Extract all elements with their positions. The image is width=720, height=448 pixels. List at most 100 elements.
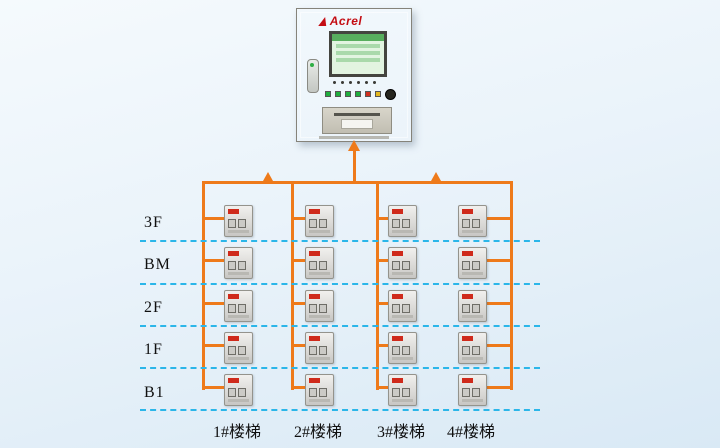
indicator-tube xyxy=(307,59,319,93)
device-buttons xyxy=(228,388,246,397)
device-led-icon xyxy=(228,209,239,214)
door-monitor-device xyxy=(388,247,417,279)
floor-label-2f: 2F xyxy=(144,299,163,316)
device-led-icon xyxy=(228,336,239,341)
device-led-icon xyxy=(228,294,239,299)
device-buttons xyxy=(309,346,327,355)
device-buttons xyxy=(462,261,480,270)
lcd-screen-content xyxy=(332,34,384,74)
function-key-icon xyxy=(349,81,352,84)
device-led-icon xyxy=(309,209,320,214)
device-branch-line xyxy=(291,302,305,305)
device-buttons xyxy=(309,219,327,228)
device-branch-line xyxy=(291,386,305,389)
indicator-light-icon xyxy=(365,91,371,97)
indicator-light-icon xyxy=(355,91,361,97)
indicator-buttons xyxy=(325,91,381,97)
device-buttons xyxy=(309,261,327,270)
device-branch-line xyxy=(291,217,305,220)
door-monitor-device xyxy=(458,247,487,279)
device-buttons xyxy=(462,219,480,228)
bus-column-3 xyxy=(376,181,379,390)
device-branch-line xyxy=(202,217,224,220)
door-monitor-device xyxy=(305,374,334,406)
bus-column-1 xyxy=(202,181,205,390)
indicator-light-icon xyxy=(345,91,351,97)
device-led-icon xyxy=(309,251,320,256)
device-branch-line xyxy=(485,302,513,305)
device-buttons xyxy=(309,304,327,313)
device-buttons xyxy=(228,261,246,270)
device-buttons xyxy=(309,388,327,397)
function-key-icon xyxy=(341,81,344,84)
bus-arrow-to-panel-icon xyxy=(348,140,360,151)
device-branch-line xyxy=(376,302,388,305)
screen-row xyxy=(336,44,380,48)
door-monitor-device xyxy=(388,290,417,322)
device-branch-line xyxy=(376,259,388,262)
device-branch-line xyxy=(202,302,224,305)
device-buttons xyxy=(462,346,480,355)
lcd-screen xyxy=(329,31,387,77)
door-monitor-device xyxy=(458,332,487,364)
device-led-icon xyxy=(309,378,320,383)
device-led-icon xyxy=(462,209,473,214)
device-led-icon xyxy=(392,378,403,383)
control-panel-cabinet: Acrel xyxy=(296,8,412,142)
device-buttons xyxy=(392,388,410,397)
device-led-icon xyxy=(309,294,320,299)
printer-slot xyxy=(334,113,380,116)
floor-divider-line xyxy=(140,240,540,242)
device-led-icon xyxy=(462,251,473,256)
door-monitor-device xyxy=(224,290,253,322)
device-buttons xyxy=(392,219,410,228)
device-led-icon xyxy=(392,209,403,214)
door-monitor-device xyxy=(388,332,417,364)
floor-label-1f: 1F xyxy=(144,341,163,358)
door-monitor-device xyxy=(305,290,334,322)
device-branch-line xyxy=(202,344,224,347)
device-buttons xyxy=(392,304,410,313)
floor-divider-line xyxy=(140,367,540,369)
device-led-icon xyxy=(228,251,239,256)
device-led-icon xyxy=(462,294,473,299)
brand-text: Acrel xyxy=(329,14,363,28)
door-monitor-device xyxy=(458,205,487,237)
device-buttons xyxy=(392,346,410,355)
door-monitor-device xyxy=(224,332,253,364)
staircase-label-4: 4#楼梯 xyxy=(446,424,495,441)
device-led-icon xyxy=(462,336,473,341)
device-branch-line xyxy=(202,386,224,389)
floor-label-b1: B1 xyxy=(144,384,165,401)
device-led-icon xyxy=(228,378,239,383)
device-branch-line xyxy=(485,217,513,220)
device-buttons xyxy=(228,304,246,313)
screen-row xyxy=(336,58,380,62)
device-branch-line xyxy=(485,386,513,389)
indicator-light-icon xyxy=(325,91,331,97)
function-key-icon xyxy=(373,81,376,84)
device-led-icon xyxy=(392,336,403,341)
function-key-icon xyxy=(333,81,336,84)
device-led-icon xyxy=(462,378,473,383)
door-monitor-device xyxy=(458,374,487,406)
door-monitor-device xyxy=(305,332,334,364)
staircase-label-1: 1#楼梯 xyxy=(212,424,261,441)
bus-column-4 xyxy=(510,181,513,390)
device-led-icon xyxy=(392,294,403,299)
device-branch-line xyxy=(291,344,305,347)
door-monitor-device xyxy=(458,290,487,322)
nameplate xyxy=(319,136,389,139)
bus-riser xyxy=(353,149,356,184)
bus-flow-arrow-icon xyxy=(263,172,273,181)
device-branch-line xyxy=(485,344,513,347)
floor-divider-line xyxy=(140,409,540,411)
door-monitor-device xyxy=(224,374,253,406)
floor-label-3f: 3F xyxy=(144,214,163,231)
screen-row xyxy=(336,51,380,55)
function-keys xyxy=(333,81,376,84)
indicator-light-icon xyxy=(335,91,341,97)
acrel-logo: Acrel xyxy=(297,14,385,28)
device-buttons xyxy=(228,346,246,355)
